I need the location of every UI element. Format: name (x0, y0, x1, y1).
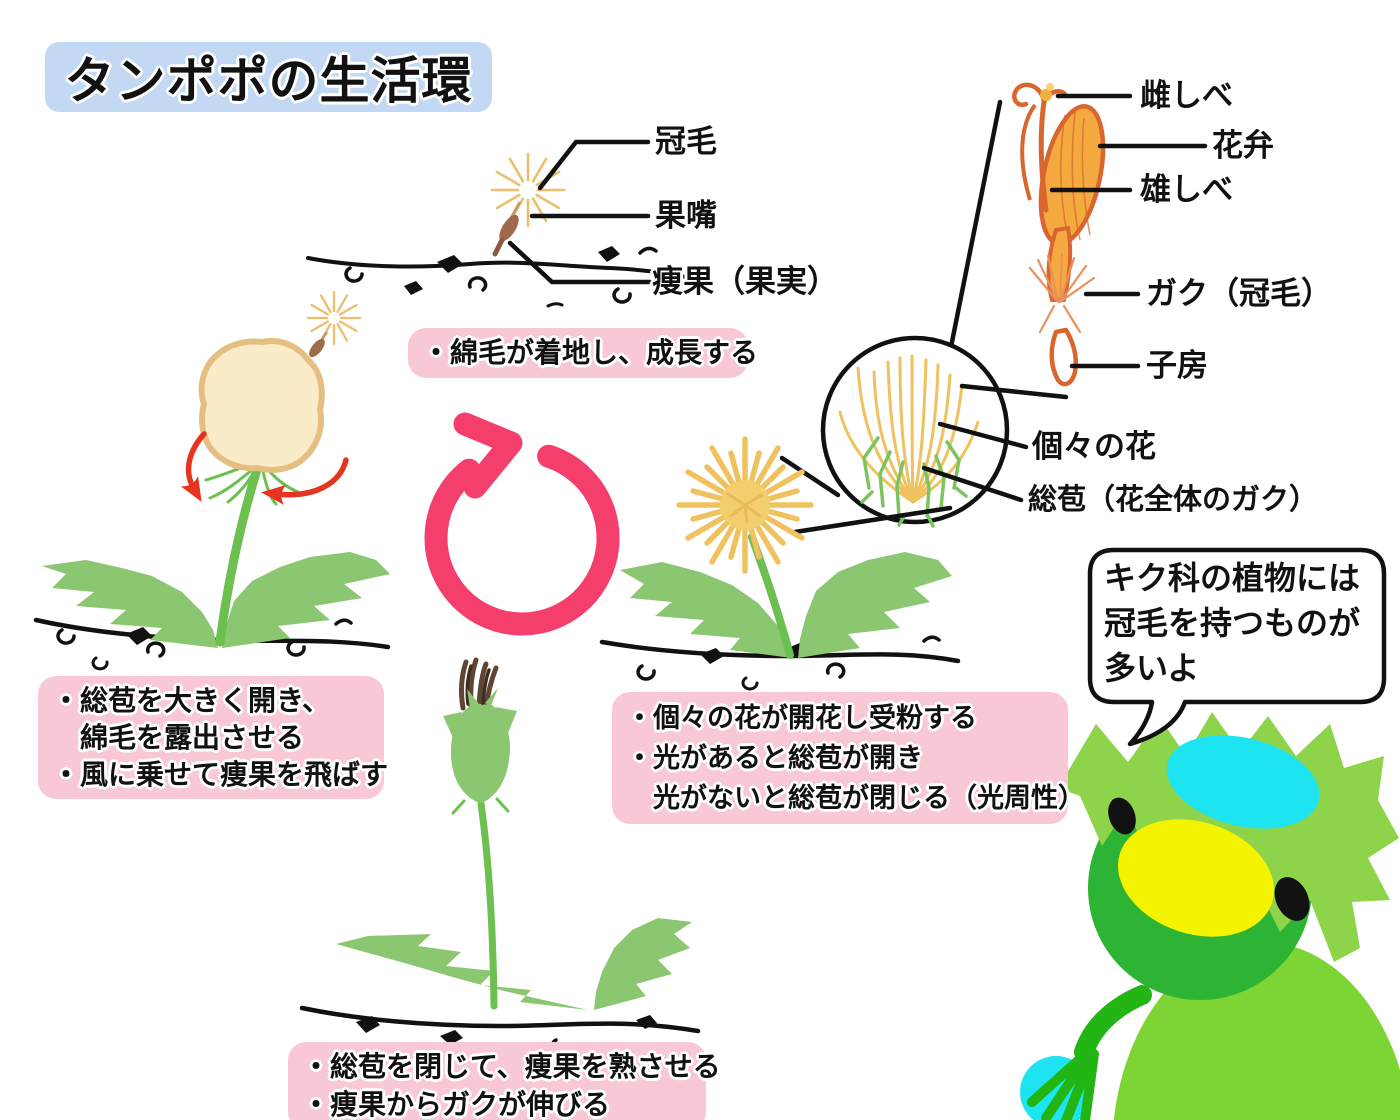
mascot-speech-bubble: キク科の植物には 冠毛を持つものが 多いよ (1104, 556, 1374, 691)
mascot-arm (1074, 985, 1152, 1062)
note-line: 光がないと総苞が閉じる（光周性） (626, 783, 1085, 813)
seed-head-plant-illustration (33, 290, 391, 671)
label-calyx-pappus: ガク（冠毛） (1146, 276, 1332, 311)
label-ovary: 子房 (1146, 348, 1208, 383)
note-line: ・総苞を閉じて、痩果を熟させる (302, 1051, 721, 1082)
page-title: タンポポの生活環 (45, 42, 492, 112)
bud-plant-illustration (299, 657, 701, 1066)
flowering-plant-illustration (599, 436, 961, 691)
mascot-plate (1166, 735, 1320, 829)
speech-line: 冠毛を持つものが (1104, 605, 1361, 641)
note-line: 綿毛を露出させる (52, 722, 305, 753)
label-pappus: 冠毛 (655, 124, 717, 159)
speech-line: 多いよ (1104, 650, 1200, 686)
note-line: ・風に乗せて痩果を飛ばす (52, 759, 389, 790)
note-line: ・痩果からガクが伸びる (302, 1089, 611, 1120)
label-individual-floret: 個々の花 (1032, 429, 1156, 464)
note-line: ・総苞を大きく開き、 (52, 685, 331, 716)
floating-seed-illustration (490, 139, 653, 285)
note-flowering: ・個々の花が開花し受粉する ・光があると総苞が開き 光がないと総苞が閉じる（光周… (612, 692, 1085, 824)
label-involucre: 総苞（花全体のガク） (1028, 484, 1319, 516)
floret-detail-illustration (1012, 82, 1208, 387)
label-achene: 痩果（果実） (652, 264, 838, 299)
note-line: ・個々の花が開花し受粉する (626, 703, 977, 733)
label-beak: 果嘴 (655, 198, 717, 233)
mascot-left-eye (1108, 797, 1136, 835)
mascot-fingers (1027, 1045, 1099, 1120)
mascot-beak (1117, 819, 1275, 937)
note-landing: ・綿毛が着地し、成長する (408, 328, 758, 378)
top-ground-illustration (306, 246, 698, 308)
speech-bubble-shape (1087, 547, 1387, 747)
label-pistil: 雌しべ (1140, 78, 1233, 113)
speech-line: キク科の植物には (1104, 560, 1361, 596)
note-ripening: ・総苞を閉じて、痩果を熟させる ・痩果からガクが伸びる (288, 1042, 721, 1120)
cycle-arrow (424, 412, 620, 636)
label-stamen: 雄しべ (1140, 172, 1233, 207)
note-line: ・綿毛が着地し、成長する (422, 337, 759, 368)
note-line: ・光があると総苞が開き (626, 743, 923, 773)
flower-head-magnifier (779, 99, 1069, 535)
label-petal: 花弁 (1212, 128, 1274, 163)
mascot-kappa-illustration (1020, 712, 1400, 1120)
mascot-right-eye (1274, 877, 1310, 921)
note-seed-release: ・総苞を大きく開き、 綿毛を露出させる ・風に乗せて痩果を飛ばす (38, 676, 389, 799)
